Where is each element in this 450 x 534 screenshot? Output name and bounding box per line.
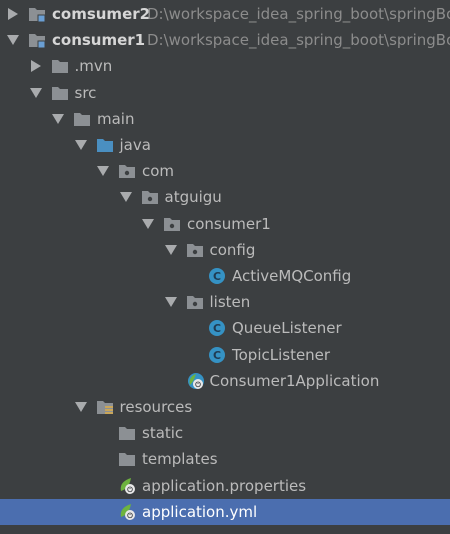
tree-row[interactable]: main — [0, 106, 450, 132]
collapse-arrow-icon[interactable] — [7, 35, 19, 46]
tree-row[interactable]: static — [0, 420, 450, 446]
resources-folder-icon — [96, 398, 114, 416]
tree-row[interactable]: ⏻ application.yml — [0, 498, 450, 525]
collapse-arrow-icon[interactable] — [164, 297, 177, 308]
tree-row[interactable]: consumer1 — [0, 211, 450, 237]
tree-item-label: config — [209, 240, 256, 259]
tree-row[interactable]: .mvn — [0, 53, 450, 79]
tree-row[interactable]: ⏻ application.properties — [0, 473, 450, 499]
tree-row[interactable]: config — [0, 237, 450, 263]
tree-row[interactable]: listen — [0, 289, 450, 315]
tree-item-label: consumer1 — [52, 31, 146, 50]
tree-item-label: java — [119, 136, 151, 154]
folder-icon — [118, 450, 136, 468]
module-path: D:\workspace_idea_spring_boot\springBoot — [147, 31, 450, 50]
java-class-icon: C — [208, 319, 226, 337]
package-icon — [186, 293, 204, 311]
collapse-arrow-icon[interactable] — [29, 87, 42, 98]
svg-text:C: C — [213, 322, 221, 335]
spring-config-file-icon: ⏻ — [118, 502, 136, 520]
tree-row[interactable]: templates — [0, 446, 450, 472]
tree-row[interactable]: com — [0, 158, 450, 184]
svg-text:⏻: ⏻ — [127, 486, 133, 494]
tree-item-label: listen — [209, 293, 251, 312]
module-folder-icon — [28, 31, 46, 49]
tree-item-label: templates — [142, 450, 218, 469]
tree-item-label: src — [74, 83, 97, 102]
folder-icon — [118, 424, 136, 442]
svg-text:⏻: ⏻ — [195, 381, 201, 389]
tree-item-label: Consumer1Application — [209, 371, 380, 390]
spring-config-file-icon: ⏻ — [118, 476, 136, 494]
svg-text:C: C — [213, 349, 221, 362]
tree-item-label: consumer1 — [187, 214, 271, 233]
tree-item-label: main — [97, 109, 135, 128]
tree-item-label: resources — [119, 398, 193, 416]
tree-item-label: atguigu — [164, 188, 222, 207]
java-class-icon: C — [208, 267, 226, 285]
package-icon — [118, 162, 136, 180]
collapse-arrow-icon[interactable] — [74, 402, 87, 412]
package-icon — [163, 215, 181, 233]
collapse-arrow-icon[interactable] — [142, 218, 154, 229]
tree-row[interactable]: atguigu — [0, 184, 450, 210]
folder-icon — [51, 84, 69, 102]
package-icon — [141, 188, 159, 206]
tree-item-label: static — [142, 424, 184, 443]
svg-text:C: C — [213, 270, 221, 283]
folder-icon — [51, 57, 69, 75]
tree-row[interactable]: java — [0, 132, 450, 158]
module-path: D:\workspace_idea_spring_boot\springBoot — [147, 5, 450, 23]
collapse-arrow-icon[interactable] — [52, 113, 64, 124]
tree-row[interactable]: ⏻ Consumer1Application — [0, 368, 450, 394]
spring-boot-class-icon: ⏻ — [186, 371, 204, 389]
tree-row[interactable]: src — [0, 80, 450, 106]
collapse-arrow-icon[interactable] — [97, 166, 109, 177]
folder-icon — [73, 110, 91, 128]
tree-row[interactable]: resources — [0, 394, 450, 420]
package-icon — [186, 241, 204, 259]
tree-item-label: application.yml — [142, 502, 258, 521]
collapse-arrow-icon[interactable] — [74, 140, 87, 150]
tree-row[interactable]: C QueueListener — [0, 315, 450, 341]
collapse-arrow-icon[interactable] — [164, 244, 177, 255]
svg-text:⏻: ⏻ — [127, 512, 133, 520]
expand-arrow-icon[interactable] — [30, 60, 41, 73]
collapse-arrow-icon[interactable] — [119, 192, 132, 203]
tree-item-label: .mvn — [74, 57, 113, 76]
tree-item-label: comsumer2 — [52, 5, 151, 23]
module-folder-icon — [28, 5, 46, 23]
tree-item-label: com — [142, 162, 175, 181]
expand-arrow-icon[interactable] — [8, 8, 18, 20]
tree-item-label: ActiveMQConfig — [232, 267, 352, 285]
tree-row[interactable]: C TopicListener — [0, 342, 450, 368]
java-class-icon: C — [208, 346, 226, 364]
tree-item-label: application.properties — [142, 476, 307, 495]
source-folder-icon — [96, 136, 114, 154]
tree-item-label: TopicListener — [232, 345, 331, 364]
tree-item-label: QueueListener — [232, 319, 342, 338]
tree-row[interactable]: C ActiveMQConfig — [0, 263, 450, 289]
